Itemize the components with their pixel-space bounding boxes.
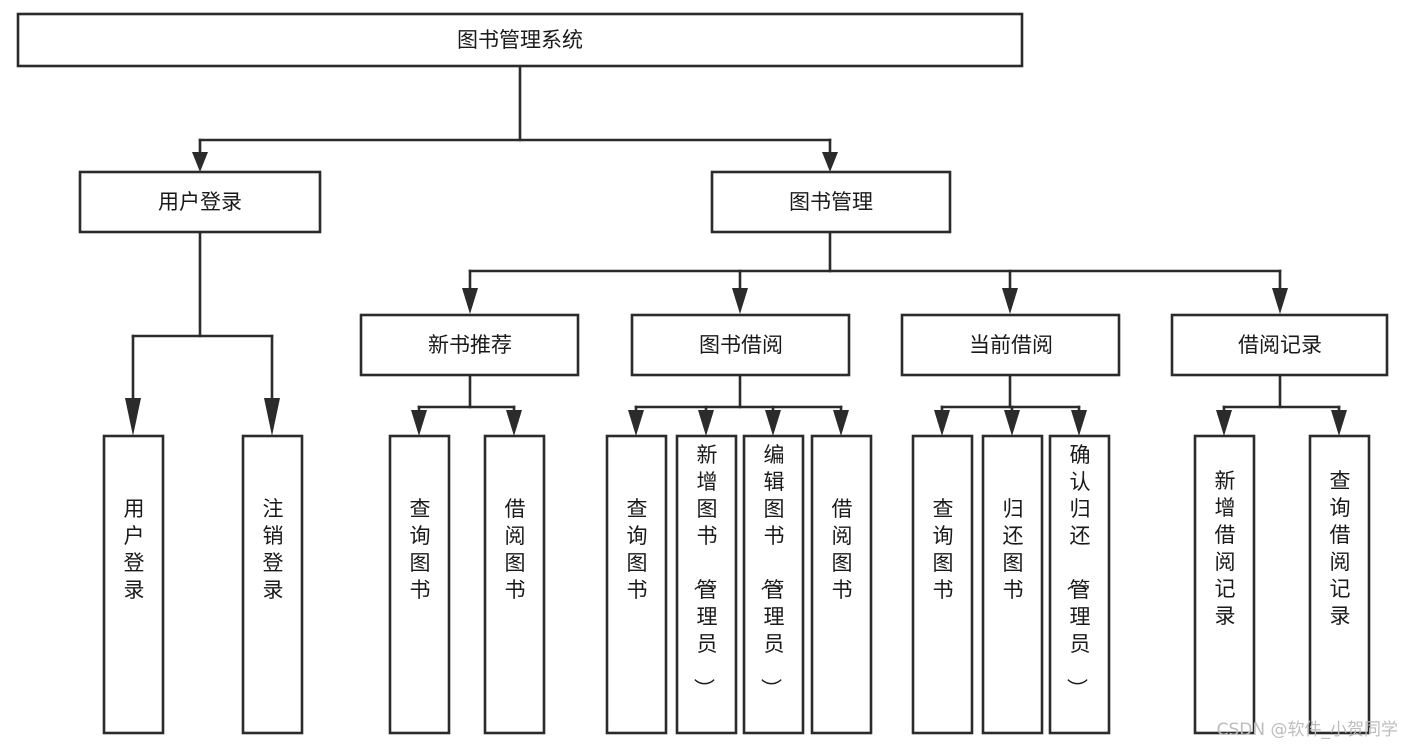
node-leaf-borrow-book-1[interactable]: 借阅图书: [483, 434, 546, 735]
node-leaf-confirm-return-label: 确认归还（管理员）: [1065, 443, 1091, 699]
arrowhead-leaf-user-login: [125, 398, 141, 436]
node-leaf-return-book[interactable]: 归还图书: [981, 434, 1044, 735]
arrowhead-leaf-borrow-book-2: [833, 410, 849, 436]
node-leaf-query-book-1-box[interactable]: [388, 434, 451, 735]
arrowhead-leaf-query-record: [1331, 410, 1347, 436]
node-leaf-query-book-3-box[interactable]: [911, 434, 974, 735]
node-leaf-return-book-label: 归还图书: [1003, 497, 1024, 602]
arrowhead-leaf-query-book-1: [411, 410, 427, 436]
node-leaf-query-record-box[interactable]: [1308, 434, 1371, 735]
arrowhead-leaf-edit-book: [765, 410, 781, 436]
node-user-login-box[interactable]: [78, 170, 322, 234]
node-leaf-borrow-book-2-label: 借阅图书: [832, 497, 853, 602]
node-leaf-logout-box[interactable]: [241, 434, 304, 735]
node-leaf-logout[interactable]: 注销登录: [241, 434, 304, 735]
node-new-book-rec[interactable]: 新书推荐: [359, 313, 580, 377]
arrowhead-leaf-query-book-2: [628, 410, 644, 436]
node-book-borrow-box[interactable]: [630, 313, 851, 377]
node-leaf-add-book[interactable]: 新增图书（管理员）: [675, 434, 738, 735]
node-book-manage-box[interactable]: [710, 170, 952, 234]
node-leaf-user-login-label: 用户登录: [124, 497, 145, 602]
node-leaf-add-record-label: 新增借阅记录: [1215, 469, 1236, 628]
node-leaf-query-book-2-box[interactable]: [605, 434, 668, 735]
node-book-borrow-label: 图书借阅: [699, 333, 783, 357]
node-leaf-query-book-1-label: 查询图书: [410, 497, 431, 602]
node-root-box[interactable]: [16, 12, 1024, 68]
node-leaf-query-book-1[interactable]: 查询图书: [388, 434, 451, 735]
arrowhead-userlogin: [192, 152, 208, 172]
node-current-borrow-box[interactable]: [900, 313, 1121, 377]
node-leaf-borrow-book-1-label: 借阅图书: [505, 497, 526, 602]
node-book-manage[interactable]: 图书管理: [710, 170, 952, 234]
arrowhead-current-borrow: [1002, 288, 1018, 314]
node-book-manage-label: 图书管理: [789, 190, 873, 214]
node-root-label: 图书管理系统: [457, 28, 583, 52]
node-new-book-rec-box[interactable]: [359, 313, 580, 377]
node-leaf-query-book-2[interactable]: 查询图书: [605, 434, 668, 735]
node-leaf-user-login[interactable]: 用户登录: [102, 434, 165, 735]
node-leaf-query-record-label: 查询借阅记录: [1330, 469, 1351, 628]
arrowhead-leaf-query-book-3: [934, 410, 950, 436]
arrowhead-leaf-logout: [264, 398, 280, 436]
node-leaf-query-record[interactable]: 查询借阅记录: [1308, 434, 1371, 735]
arrowhead-leaf-borrow-book-1: [506, 410, 522, 436]
arrowhead-borrow-record: [1272, 288, 1288, 314]
node-leaf-edit-book[interactable]: 编辑图书（管理员）: [742, 434, 805, 735]
node-leaf-confirm-return-box[interactable]: [1048, 434, 1111, 735]
arrowhead-new-book-rec: [462, 288, 478, 314]
arrowhead-bookmanage: [822, 152, 838, 172]
node-current-borrow-label: 当前借阅: [969, 333, 1053, 357]
node-leaf-edit-book-label: 编辑图书（管理员）: [759, 443, 785, 699]
node-leaf-add-book-label: 新增图书（管理员）: [692, 443, 718, 699]
arrowhead-leaf-return-book: [1004, 410, 1020, 436]
node-user-login-label: 用户登录: [158, 190, 242, 214]
node-leaf-query-book-3-label: 查询图书: [933, 497, 954, 602]
node-leaf-add-book-box[interactable]: [675, 434, 738, 735]
node-new-book-rec-label: 新书推荐: [428, 333, 512, 357]
node-user-login[interactable]: 用户登录: [78, 170, 322, 234]
node-leaf-confirm-return[interactable]: 确认归还（管理员）: [1048, 434, 1111, 735]
node-leaf-user-login-box[interactable]: [102, 434, 165, 735]
node-current-borrow[interactable]: 当前借阅: [900, 313, 1121, 377]
node-book-borrow[interactable]: 图书借阅: [630, 313, 851, 377]
csdn-watermark: CSDN @软件_小贺同学: [1217, 720, 1398, 740]
arrowhead-book-borrow: [732, 288, 748, 314]
arrowhead-leaf-add-record: [1216, 410, 1232, 436]
node-leaf-borrow-book-2-box[interactable]: [810, 434, 873, 735]
node-leaf-borrow-book-1-box[interactable]: [483, 434, 546, 735]
node-leaf-add-record[interactable]: 新增借阅记录: [1193, 434, 1256, 735]
node-leaf-return-book-box[interactable]: [981, 434, 1044, 735]
node-borrow-record-box[interactable]: [1170, 313, 1389, 377]
node-leaf-add-record-box[interactable]: [1193, 434, 1256, 735]
node-leaf-edit-book-box[interactable]: [742, 434, 805, 735]
connector-layer: [125, 64, 1347, 436]
node-leaf-query-book-2-label: 查询图书: [627, 497, 648, 602]
node-leaf-logout-label: 注销登录: [263, 497, 284, 602]
node-root[interactable]: 图书管理系统: [16, 12, 1024, 68]
node-leaf-query-book-3[interactable]: 查询图书: [911, 434, 974, 735]
arrowhead-leaf-add-book: [698, 410, 714, 436]
node-borrow-record[interactable]: 借阅记录: [1170, 313, 1389, 377]
node-leaf-borrow-book-2[interactable]: 借阅图书: [810, 434, 873, 735]
node-borrow-record-label: 借阅记录: [1238, 333, 1322, 357]
arrowhead-leaf-confirm-return: [1071, 410, 1087, 436]
